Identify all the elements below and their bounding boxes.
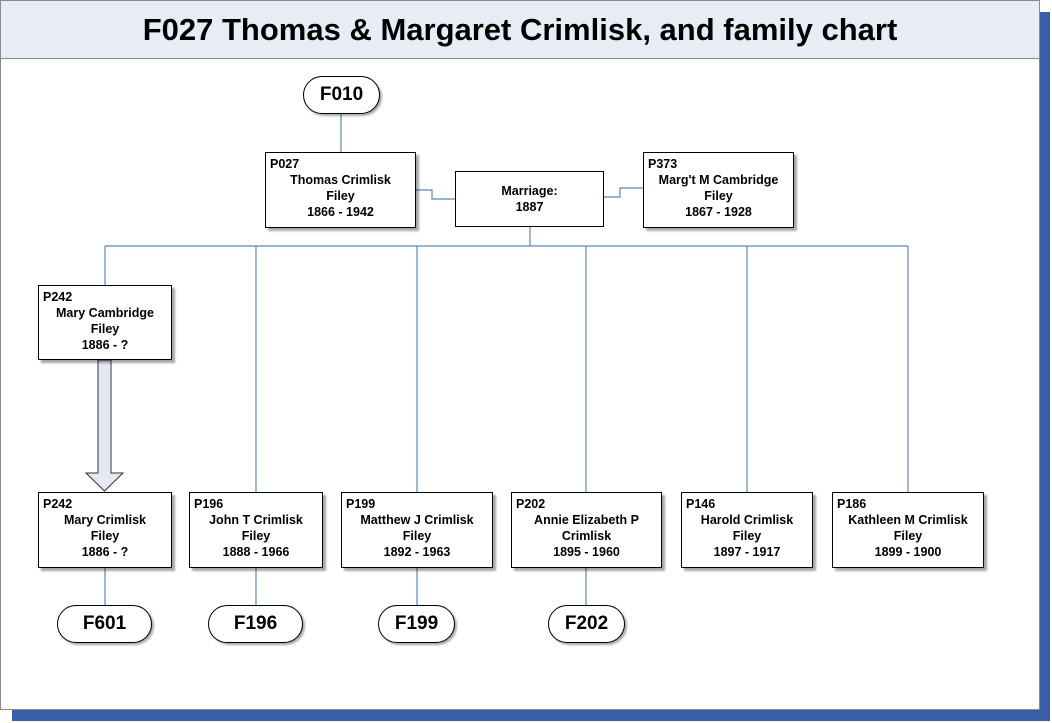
person-place: Filey: [704, 189, 733, 203]
person-place: Filey: [241, 529, 271, 543]
connector-mother-marriage: [604, 187, 643, 198]
family-pill-label: F010: [319, 84, 364, 105]
identity-arrow: [84, 359, 125, 492]
person-box-child[interactable]: P146 Harold Crimlisk Filey 1897 - 1917: [681, 492, 813, 568]
person-dates: 1886 - ?: [81, 338, 129, 352]
person-name: Annie Elizabeth P: [534, 513, 639, 527]
person-dates: 1895 - 1960: [553, 545, 620, 559]
person-id: P373: [648, 157, 678, 171]
family-pill-label: F202: [564, 613, 609, 634]
chart-page: F027 Thomas & Margaret Crimlisk, and fam…: [0, 0, 1040, 710]
person-name: John T Crimlisk: [209, 513, 303, 527]
family-pill-child[interactable]: F202: [548, 605, 625, 643]
person-id: P202: [516, 497, 546, 511]
person-box-child[interactable]: P199 Matthew J Crimlisk Filey 1892 - 196…: [341, 492, 493, 568]
chart-title: F027 Thomas & Margaret Crimlisk, and fam…: [142, 11, 898, 47]
person-box-father[interactable]: P027 Thomas Crimlisk Filey 1866 - 1942: [265, 152, 416, 228]
person-name: Marg't M Cambridge: [658, 173, 779, 187]
person-place: Filey: [90, 529, 120, 543]
person-box-child[interactable]: P186 Kathleen M Crimlisk Filey 1899 - 19…: [832, 492, 984, 568]
person-id: P146: [686, 497, 716, 511]
person-box-mother[interactable]: P373 Marg't M Cambridge Filey 1867 - 192…: [643, 152, 794, 228]
person-id: P196: [194, 497, 224, 511]
family-pill-label: F196: [233, 613, 278, 634]
person-dates: 1866 - 1942: [307, 205, 374, 219]
family-pill-label: F601: [82, 613, 127, 634]
person-box-child[interactable]: P196 John T Crimlisk Filey 1888 - 1966: [189, 492, 323, 568]
person-dates: 1899 - 1900: [874, 545, 942, 559]
person-dates: 1892 - 1963: [383, 545, 451, 559]
person-name: Mary Crimlisk: [64, 513, 146, 527]
person-name: Matthew J Crimlisk: [360, 513, 474, 527]
person-name: Thomas Crimlisk: [290, 173, 391, 187]
marriage-year: 1887: [515, 200, 544, 214]
marriage-box[interactable]: Marriage: 1887: [455, 171, 604, 227]
family-pill-child[interactable]: F601: [57, 605, 152, 643]
person-id: P199: [346, 497, 376, 511]
person-dates: 1886 - ?: [81, 545, 129, 559]
person-box-child[interactable]: P202 Annie Elizabeth P Crimlisk 1895 - 1…: [511, 492, 662, 568]
connector-father-marriage: [416, 189, 455, 200]
person-id: P242: [43, 290, 73, 304]
person-place: Filey: [732, 529, 762, 543]
family-pill-parent[interactable]: F010: [303, 76, 380, 114]
person-name: Kathleen M Crimlisk: [848, 513, 968, 527]
person-name: Harold Crimlisk: [700, 513, 794, 527]
person-name: Mary Cambridge: [56, 306, 154, 320]
person-place: Filey: [90, 322, 120, 336]
person-place: Crimlisk: [561, 529, 612, 543]
person-dates: 1897 - 1917: [713, 545, 781, 559]
person-dates: 1888 - 1966: [222, 545, 290, 559]
person-place: Filey: [402, 529, 432, 543]
person-dates: 1867 - 1928: [685, 205, 752, 219]
person-id: P242: [43, 497, 73, 511]
title-bar: F027 Thomas & Margaret Crimlisk, and fam…: [1, 1, 1039, 59]
family-pill-child[interactable]: F196: [208, 605, 303, 643]
person-box-child[interactable]: P242 Mary Crimlisk Filey 1886 - ?: [38, 492, 172, 568]
marriage-label: Marriage:: [501, 184, 558, 198]
family-pill-label: F199: [394, 613, 439, 634]
family-pill-child[interactable]: F199: [378, 605, 455, 643]
person-id: P027: [270, 157, 300, 171]
person-box-pre-marriage-child[interactable]: P242 Mary Cambridge Filey 1886 - ?: [38, 285, 172, 360]
person-place: Filey: [326, 189, 355, 203]
person-id: P186: [837, 497, 867, 511]
person-place: Filey: [893, 529, 923, 543]
